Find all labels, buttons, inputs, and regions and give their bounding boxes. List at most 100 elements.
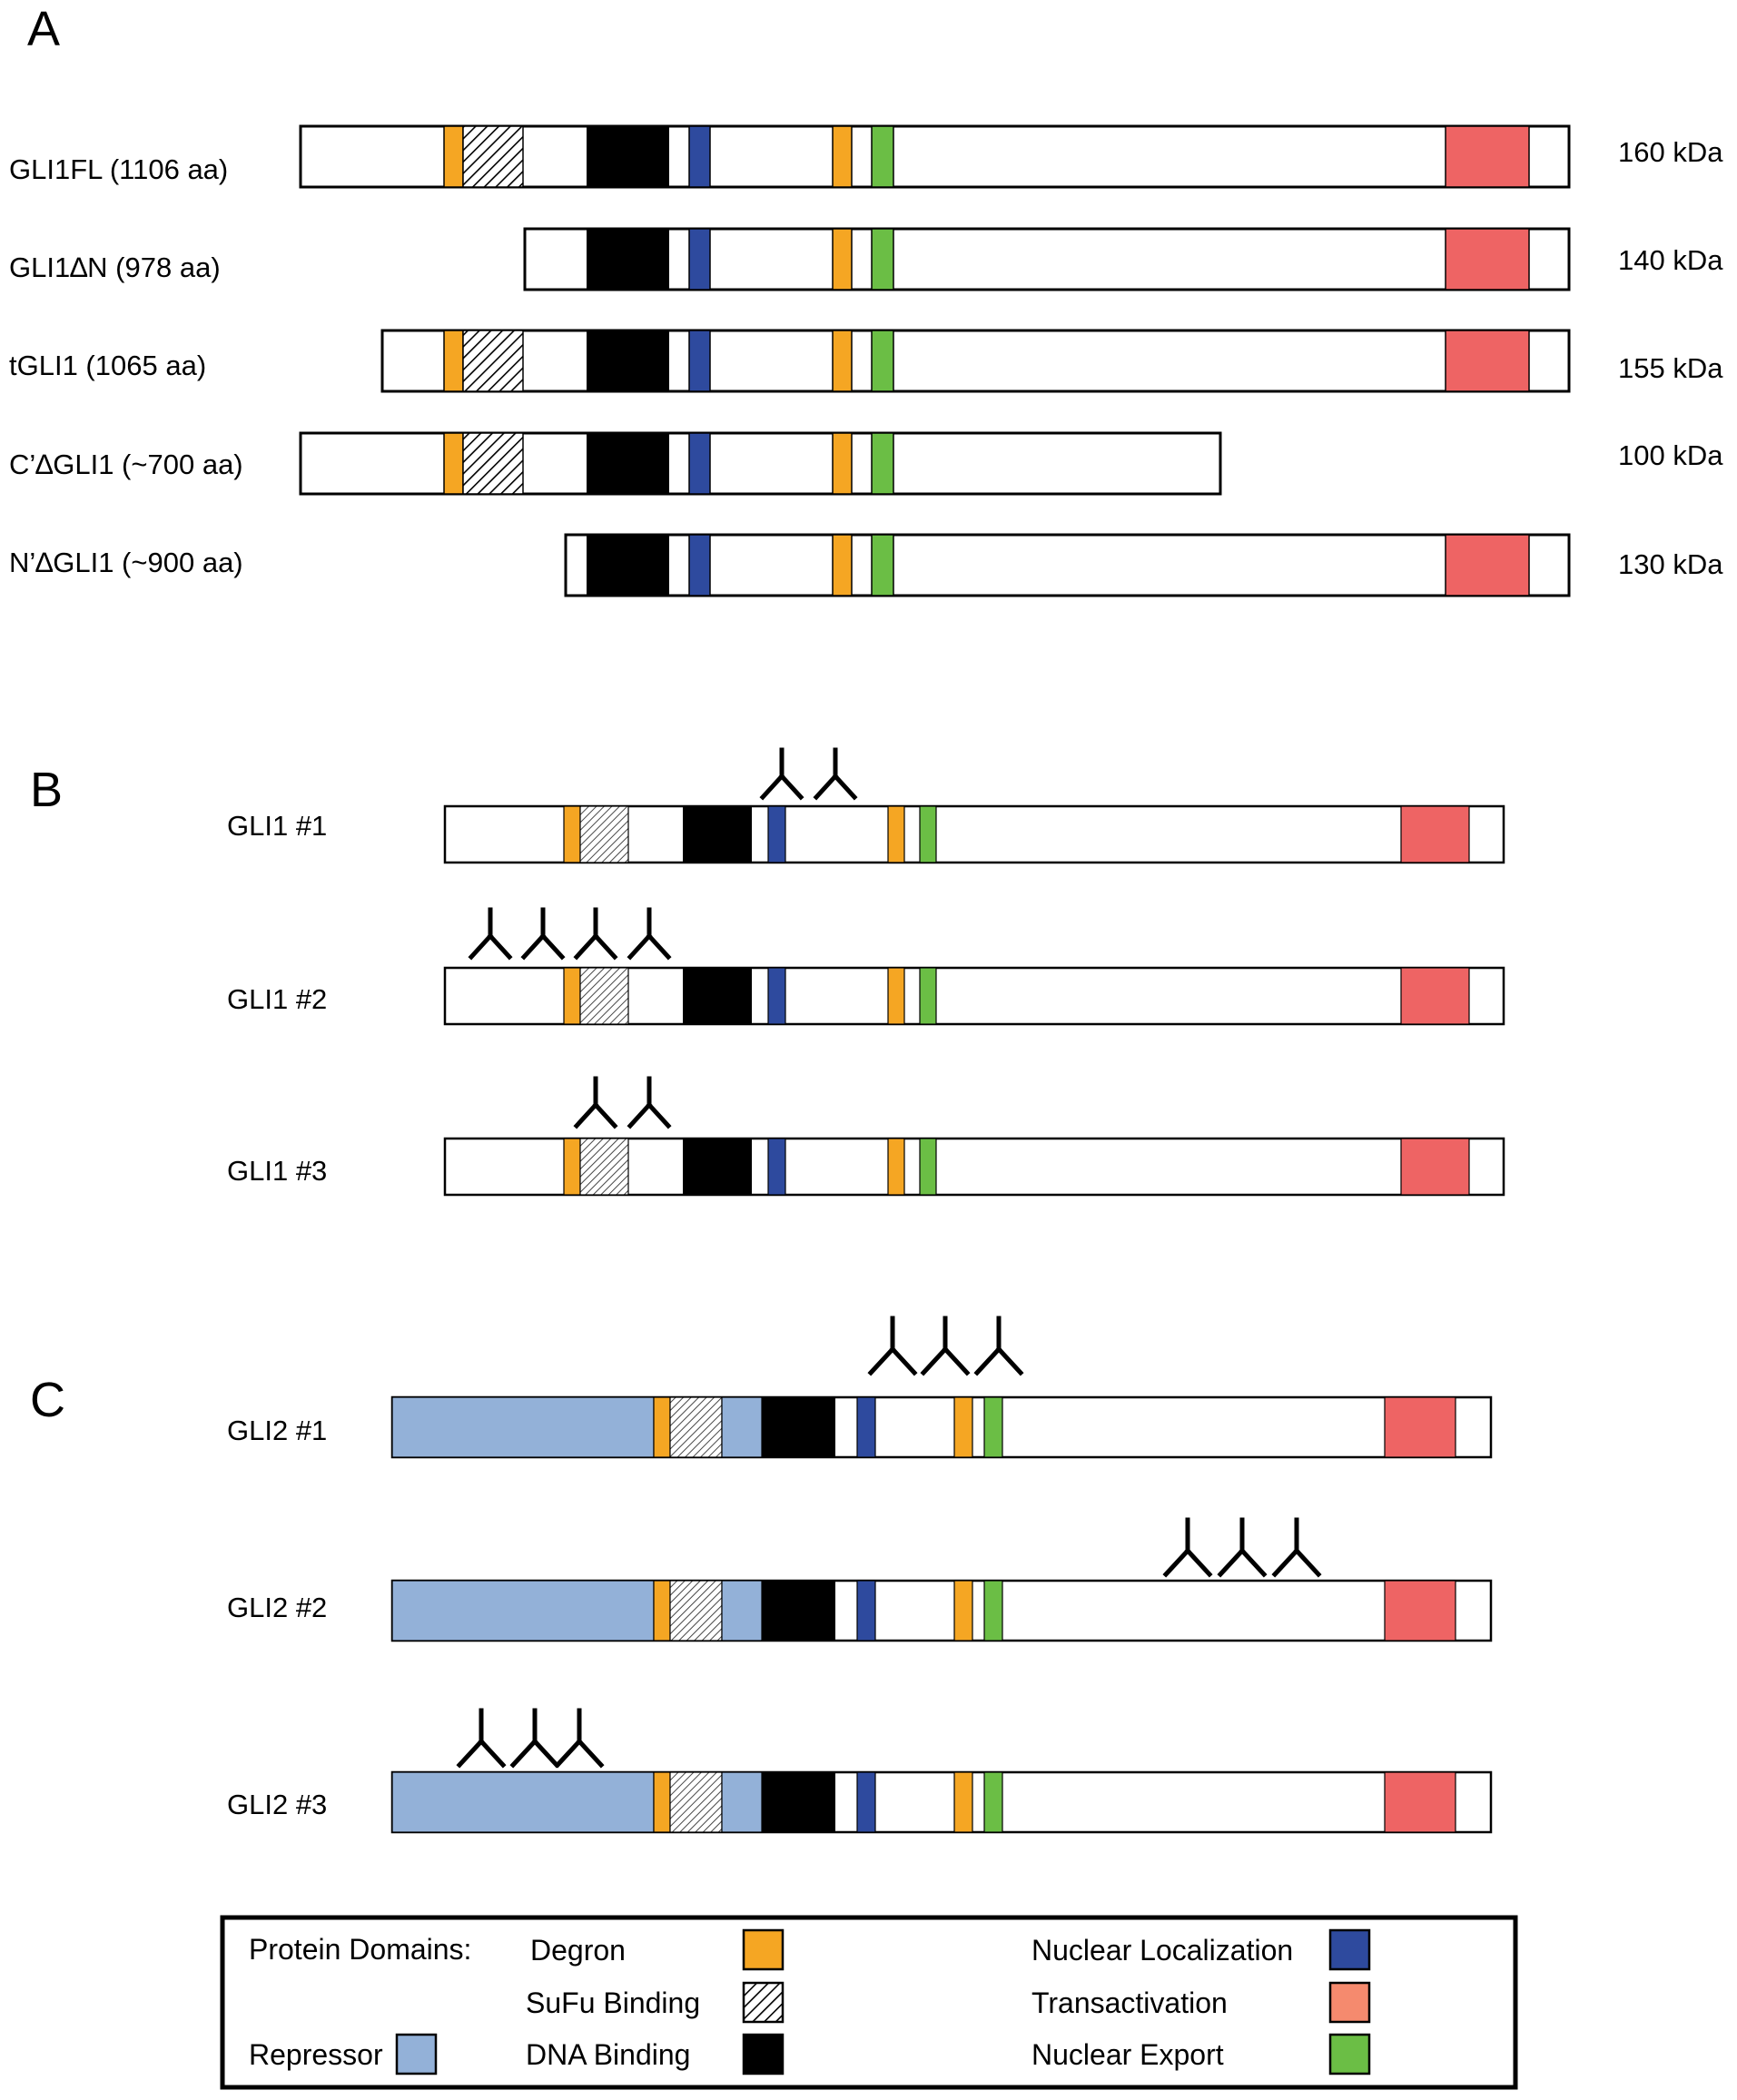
nuclear-export-domain xyxy=(919,967,937,1025)
nuclear-localization-domain xyxy=(688,534,711,596)
antibody-icon xyxy=(813,747,858,801)
transactivation-domain xyxy=(1384,1396,1456,1458)
legend-dna-binding-label: DNA Binding xyxy=(526,2038,690,2071)
gli2-antibody-2-row: GLI2 #2 xyxy=(227,1517,1493,1642)
nuclear-localization-domain xyxy=(767,805,786,863)
gli1-antibody-2-label: GLI1 #2 xyxy=(227,983,327,1015)
nuclear-localization-domain xyxy=(688,432,711,495)
sufu-binding-domain xyxy=(669,1771,723,1833)
degron-domain xyxy=(887,967,905,1025)
degron-domain xyxy=(443,432,464,495)
sufu-binding-domain xyxy=(579,805,629,863)
antibody-icon xyxy=(1271,1517,1322,1578)
transactivation-domain xyxy=(1400,805,1470,863)
nuclear-export-domain xyxy=(919,805,937,863)
nuclear-export-domain xyxy=(871,228,894,291)
degron-domain xyxy=(443,125,464,188)
antibody-icon xyxy=(627,907,672,961)
degron-domain xyxy=(563,967,581,1025)
transactivation-domain xyxy=(1384,1580,1456,1642)
n-delta-gli1-mass: 130 kDa xyxy=(1618,548,1723,580)
sufu-binding-domain xyxy=(462,125,524,188)
nuclear-export-domain xyxy=(871,534,894,596)
repressor-domain xyxy=(391,1580,655,1642)
gli1fl-label: GLI1FL (1106 aa) xyxy=(9,153,228,185)
nuclear-localization-domain xyxy=(856,1396,876,1458)
degron-domain xyxy=(563,1138,581,1196)
gli1-delta-n-label: GLI1∆N (978 aa) xyxy=(9,251,221,283)
transactivation-domain xyxy=(1445,125,1530,188)
legend-nuclear-localization-label: Nuclear Localization xyxy=(1031,1934,1293,1967)
transactivation-domain xyxy=(1400,1138,1470,1196)
degron-domain xyxy=(953,1396,973,1458)
tgli1-label: tGLI1 (1065 aa) xyxy=(9,350,206,381)
antibody-icon xyxy=(554,1708,605,1769)
legend-title: Protein Domains: xyxy=(249,1933,471,1966)
sufu-binding-domain xyxy=(579,967,629,1025)
degron-domain xyxy=(653,1580,671,1642)
legend-repressor-label: Repressor xyxy=(249,2038,383,2071)
gli2-antibody-1-label: GLI2 #1 xyxy=(227,1415,327,1446)
legend-nuclear-export-swatch xyxy=(1328,2033,1371,2075)
dna-binding-domain xyxy=(587,126,669,187)
repressor-domain xyxy=(721,1771,763,1833)
sufu-binding-domain xyxy=(462,432,524,495)
legend-degron-swatch xyxy=(742,1928,785,1971)
repressor-domain xyxy=(721,1396,763,1458)
panel-a-label: A xyxy=(27,2,60,56)
antibody-icon xyxy=(1162,1517,1213,1578)
legend-nuclear-export-label: Nuclear Export xyxy=(1031,2038,1224,2071)
antibody-icon xyxy=(920,1316,971,1376)
antibody-icon xyxy=(759,747,804,801)
degron-domain xyxy=(887,1138,905,1196)
panel-c: C GLI2 #1 GLI2 #2 xyxy=(30,1316,1493,1834)
degron-domain xyxy=(832,228,853,291)
panel-b-label: B xyxy=(30,763,63,817)
nuclear-export-domain xyxy=(983,1396,1003,1458)
protein-domains-legend: Protein Domains: Degron SuFu Binding DNA… xyxy=(220,1915,1518,2090)
transactivation-domain xyxy=(1445,330,1530,392)
dna-binding-domain xyxy=(762,1581,835,1641)
degron-domain xyxy=(887,805,905,863)
gli1-delta-n-row: GLI1∆N (978 aa) 140 kDa xyxy=(9,227,1723,291)
antibody-icon xyxy=(468,907,513,961)
antibody-icon xyxy=(627,1076,672,1129)
dna-binding-domain xyxy=(762,1397,835,1457)
panel-c-label: C xyxy=(30,1373,65,1427)
tgli1-protein-bar xyxy=(380,329,1571,393)
legend-sufu-binding-label: SuFu Binding xyxy=(526,1987,700,2019)
tgli1-row: tGLI1 (1065 aa) 155 kDa xyxy=(9,329,1723,393)
gli1-antibody-1-row: GLI1 #1 xyxy=(227,747,1505,864)
degron-domain xyxy=(953,1580,973,1642)
degron-domain xyxy=(653,1396,671,1458)
transactivation-domain xyxy=(1445,534,1530,596)
dna-binding-domain xyxy=(587,330,669,391)
nuclear-localization-domain xyxy=(856,1771,876,1833)
sufu-binding-domain xyxy=(462,330,524,392)
nuclear-localization-domain xyxy=(767,967,786,1025)
gli1-delta-n-protein-bar xyxy=(523,227,1571,291)
nuclear-export-domain xyxy=(871,330,894,392)
dna-binding-domain xyxy=(587,433,669,494)
nuclear-export-domain xyxy=(983,1580,1003,1642)
gli1-delta-n-mass: 140 kDa xyxy=(1618,244,1723,276)
legend-transactivation-label: Transactivation xyxy=(1031,1987,1228,2019)
antibody-icon xyxy=(573,907,618,961)
gli2-antibody-3-label: GLI2 #3 xyxy=(227,1789,327,1820)
repressor-domain xyxy=(721,1580,763,1642)
antibody-icon xyxy=(509,1708,560,1769)
degron-domain xyxy=(563,805,581,863)
tgli1-mass: 155 kDa xyxy=(1618,352,1723,384)
antibody-icon xyxy=(973,1316,1024,1376)
degron-domain xyxy=(832,534,853,596)
gli1-antibody-3-row: GLI1 #3 xyxy=(227,1076,1505,1197)
dna-binding-domain xyxy=(683,1139,752,1195)
gli1fl-row: GLI1FL (1106 aa) 160 kDa xyxy=(9,124,1723,189)
nuclear-localization-domain xyxy=(767,1138,786,1196)
transactivation-domain xyxy=(1400,967,1470,1025)
antibody-icon xyxy=(1217,1517,1268,1578)
antibody-icon xyxy=(456,1708,507,1769)
degron-domain xyxy=(953,1771,973,1833)
legend-nuclear-localization-swatch xyxy=(1328,1928,1371,1971)
